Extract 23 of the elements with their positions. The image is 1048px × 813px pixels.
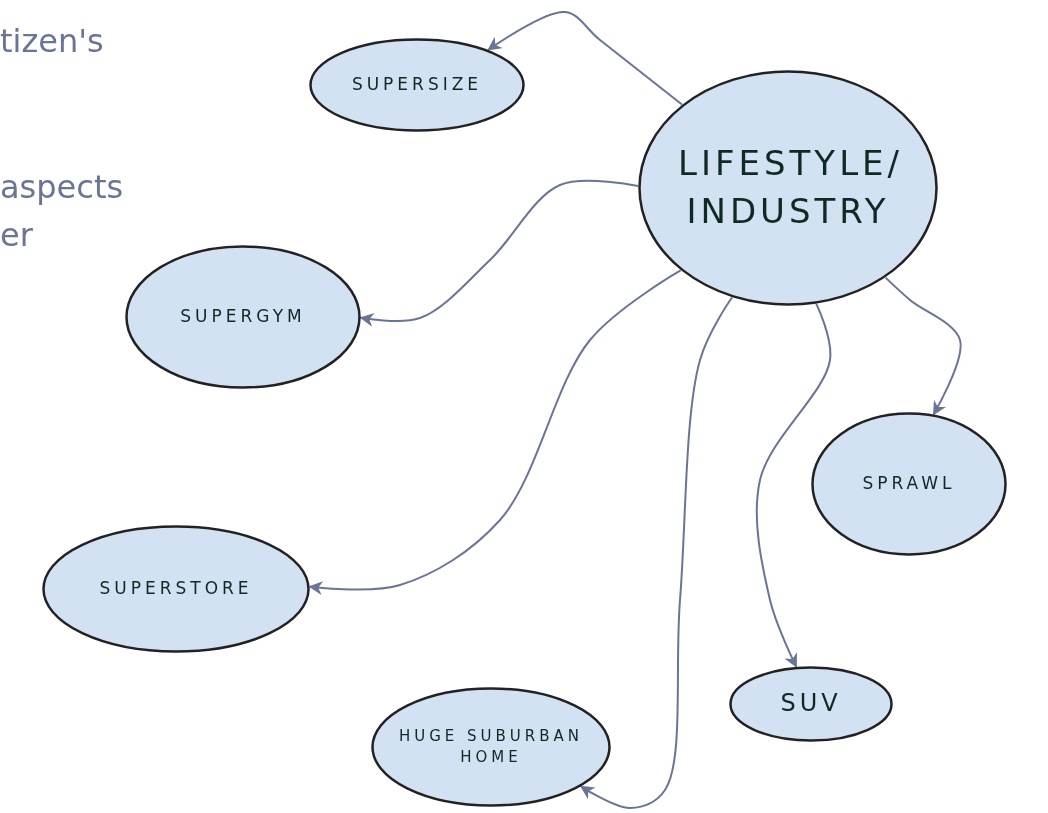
- node-label: SPRAWL: [862, 472, 956, 496]
- node-label: SUV: [780, 688, 842, 720]
- curved-arrow: [884, 276, 962, 416]
- curved-arrow: [308, 269, 682, 595]
- ellipse-node: [42, 525, 310, 653]
- slide-text: aspects: [0, 168, 124, 206]
- node-label: SUPERSTORE: [99, 577, 253, 601]
- curved-arrow: [359, 179, 639, 327]
- ellipse-node: [638, 70, 938, 306]
- ellipse-node: [309, 38, 525, 132]
- slide-text: er: [0, 216, 33, 254]
- ellipse-node: [811, 412, 1007, 556]
- slide-text: tizen's: [0, 22, 104, 60]
- node-label: HUGE SUBURBAN HOME: [397, 726, 585, 768]
- ellipse-node: [371, 687, 611, 807]
- curved-arrow: [487, 11, 683, 106]
- curved-arrow: [580, 296, 733, 809]
- node-label: LIFESTYLE/ INDUSTRY: [678, 142, 898, 233]
- node-label: SUPERGYM: [180, 305, 306, 329]
- node-label: SUPERSIZE: [351, 73, 483, 97]
- ellipse-node: [729, 666, 893, 742]
- ellipse-node: [125, 245, 361, 389]
- curved-arrow: [755, 302, 832, 668]
